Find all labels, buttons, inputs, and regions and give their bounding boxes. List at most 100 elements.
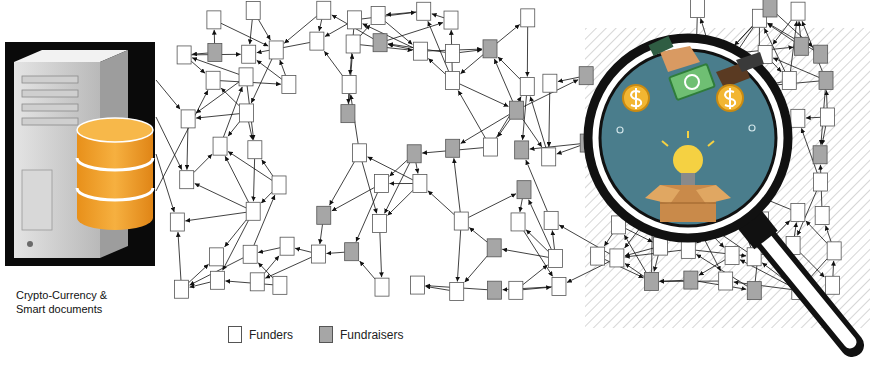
fundraiser-box xyxy=(373,34,387,52)
magnifying-glass xyxy=(588,38,852,345)
funder-box xyxy=(725,247,739,265)
network-link xyxy=(332,187,375,210)
funder-box xyxy=(210,248,224,266)
funder-box xyxy=(825,276,839,294)
network-link xyxy=(527,27,528,77)
fundraiser-box xyxy=(747,282,761,300)
network-link xyxy=(654,255,658,271)
network-link xyxy=(389,160,407,176)
funder-box xyxy=(246,2,260,20)
network-link xyxy=(604,234,612,246)
network-link xyxy=(190,282,211,287)
network-link xyxy=(526,230,549,252)
network-link xyxy=(320,224,323,244)
network-link xyxy=(325,24,348,37)
network-link xyxy=(194,154,212,172)
network-link xyxy=(772,62,781,72)
network-link xyxy=(498,57,520,80)
network-link xyxy=(258,248,280,253)
fundraiser-box xyxy=(345,243,359,261)
funder-box xyxy=(445,72,459,90)
fundraiser-box xyxy=(483,40,497,58)
funder-box xyxy=(272,176,286,194)
network-link xyxy=(225,220,247,247)
legend-text: Fundraisers xyxy=(340,328,403,342)
network-link xyxy=(360,261,375,279)
network-link xyxy=(460,55,483,74)
funder-box xyxy=(521,9,535,27)
funder-box xyxy=(813,173,827,191)
funder-box xyxy=(213,137,227,155)
funder-box xyxy=(411,276,425,294)
funder-box xyxy=(246,202,260,220)
funder-box xyxy=(342,76,356,94)
network-link xyxy=(624,235,646,273)
fundraiser-box xyxy=(579,67,593,85)
funding-illustration xyxy=(617,36,764,222)
network-link xyxy=(265,257,311,278)
funder-box xyxy=(791,2,805,20)
network-link xyxy=(557,146,581,154)
legend-swatch xyxy=(228,326,242,343)
funder-box xyxy=(311,245,325,263)
funder-box xyxy=(747,248,761,266)
funder-box xyxy=(207,11,221,29)
funder-box xyxy=(353,144,367,162)
network-link xyxy=(249,122,253,140)
network-link xyxy=(457,230,460,281)
funder-box xyxy=(273,276,287,294)
funder-box xyxy=(719,272,733,290)
funder-box xyxy=(827,242,841,260)
fundraiser-box xyxy=(341,105,355,123)
network-link xyxy=(385,21,412,44)
network-link xyxy=(196,114,239,118)
network-link xyxy=(228,122,240,136)
network-link xyxy=(465,256,487,282)
network-link xyxy=(625,263,645,276)
funder-box xyxy=(543,74,557,92)
fundraiser-box xyxy=(644,273,658,291)
network-link xyxy=(214,30,215,44)
network-link xyxy=(388,190,413,215)
network-link xyxy=(178,232,181,280)
network-link xyxy=(225,281,272,285)
funder-box xyxy=(375,278,389,296)
fundraiser-box xyxy=(794,37,808,55)
funder-box xyxy=(815,207,829,225)
fundraiser-box xyxy=(763,0,777,17)
server-icon xyxy=(5,42,155,266)
network-link xyxy=(319,19,322,31)
funder-box xyxy=(374,175,388,193)
database-icon xyxy=(77,118,153,230)
server-node: Crypto-Currency & Smart documents xyxy=(16,288,128,318)
network-link xyxy=(221,23,268,46)
legend-text: Funders xyxy=(249,328,293,342)
fundraiser-box xyxy=(819,71,833,89)
funder-box xyxy=(239,68,253,86)
funder-box xyxy=(413,174,427,192)
network-link xyxy=(469,228,487,243)
network-link xyxy=(156,80,180,109)
funder-box xyxy=(591,247,605,265)
network-link xyxy=(826,226,832,242)
network-link xyxy=(468,194,516,218)
network-links xyxy=(156,12,834,290)
fundraiser-box xyxy=(814,45,828,63)
funder-box xyxy=(170,213,184,231)
funder-box xyxy=(243,245,257,263)
fundraiser-box xyxy=(517,181,531,199)
funder-box xyxy=(317,1,331,19)
network-link xyxy=(806,117,821,119)
network-link xyxy=(502,249,548,257)
funder-box xyxy=(373,214,387,232)
network-link xyxy=(832,261,834,276)
funder-box xyxy=(240,104,254,122)
network-link xyxy=(426,286,450,290)
funder-box xyxy=(691,0,705,17)
funder-box xyxy=(282,76,296,94)
network-link xyxy=(386,12,417,15)
network-link xyxy=(191,61,205,73)
network-link xyxy=(261,192,272,203)
network-link xyxy=(225,156,248,202)
